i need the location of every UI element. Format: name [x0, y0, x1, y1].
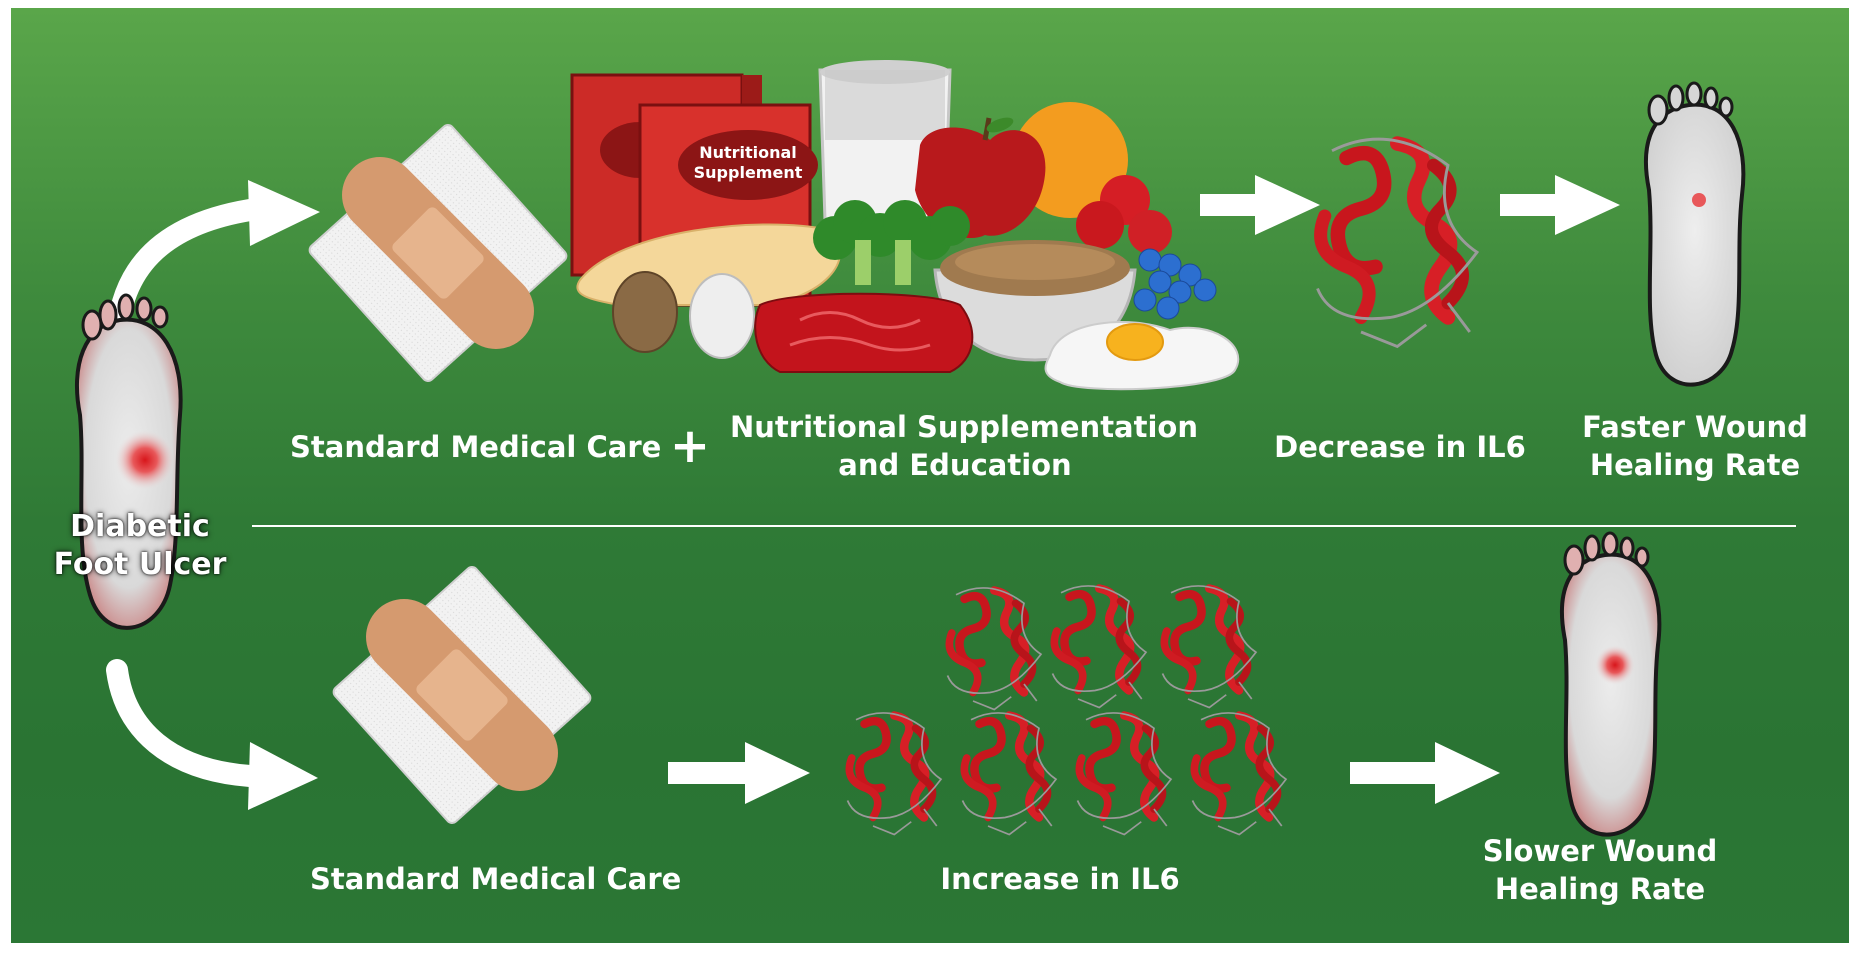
bandage-icon: [306, 121, 570, 385]
arrow-to-il6-increase: [668, 742, 810, 804]
nutrition-food-illustration: Nutritional Supplement: [570, 60, 1240, 391]
nutrition-label: Nutritional Supplementation and Educatio…: [730, 408, 1198, 484]
start-label: Diabetic Foot Ulcer: [50, 508, 230, 584]
plus-sign: +: [669, 418, 711, 474]
start-label-line1: Diabetic: [70, 509, 210, 544]
bottom-care-label: Standard Medical Care: [310, 862, 682, 896]
start-label-line2: Foot Ulcer: [53, 547, 227, 582]
arrow-to-il6-decrease: [1200, 175, 1320, 235]
nutrition-label-line2: and Education: [838, 448, 1072, 482]
arrow-to-faster-healing: [1500, 175, 1620, 235]
faster-healing-line2: Healing Rate: [1589, 448, 1801, 482]
healthy-foot-icon: [1643, 81, 1746, 387]
supplement-box-label-1: Nutritional: [699, 143, 797, 162]
slower-healing-line1: Slower Wound: [1482, 834, 1718, 868]
il6-increase-label: Increase in IL6: [940, 862, 1180, 896]
slower-healing-label: Slower Wound Healing Rate: [1475, 832, 1725, 908]
nutrition-label-line1: Nutritional Supplementation: [730, 410, 1198, 444]
bandage-icon-bottom: [330, 563, 594, 827]
ulcer-foot-icon: [75, 293, 183, 630]
il6-protein-cluster: [848, 586, 1287, 835]
il6-decrease-label: Decrease in IL6: [1274, 430, 1526, 464]
top-care-label: Standard Medical Care: [290, 430, 662, 464]
faster-healing-line1: Faster Wound: [1582, 410, 1808, 444]
slower-healing-line2: Healing Rate: [1494, 872, 1706, 906]
curved-arrow-down: [106, 659, 261, 787]
slow-healing-foot-icon: [1559, 531, 1662, 837]
il6-protein-single-icon: [1318, 139, 1478, 346]
faster-healing-label: Faster Wound Healing Rate: [1570, 408, 1820, 484]
arrow-to-slower-healing: [1350, 742, 1500, 804]
supplement-box-label-2: Supplement: [694, 163, 803, 182]
